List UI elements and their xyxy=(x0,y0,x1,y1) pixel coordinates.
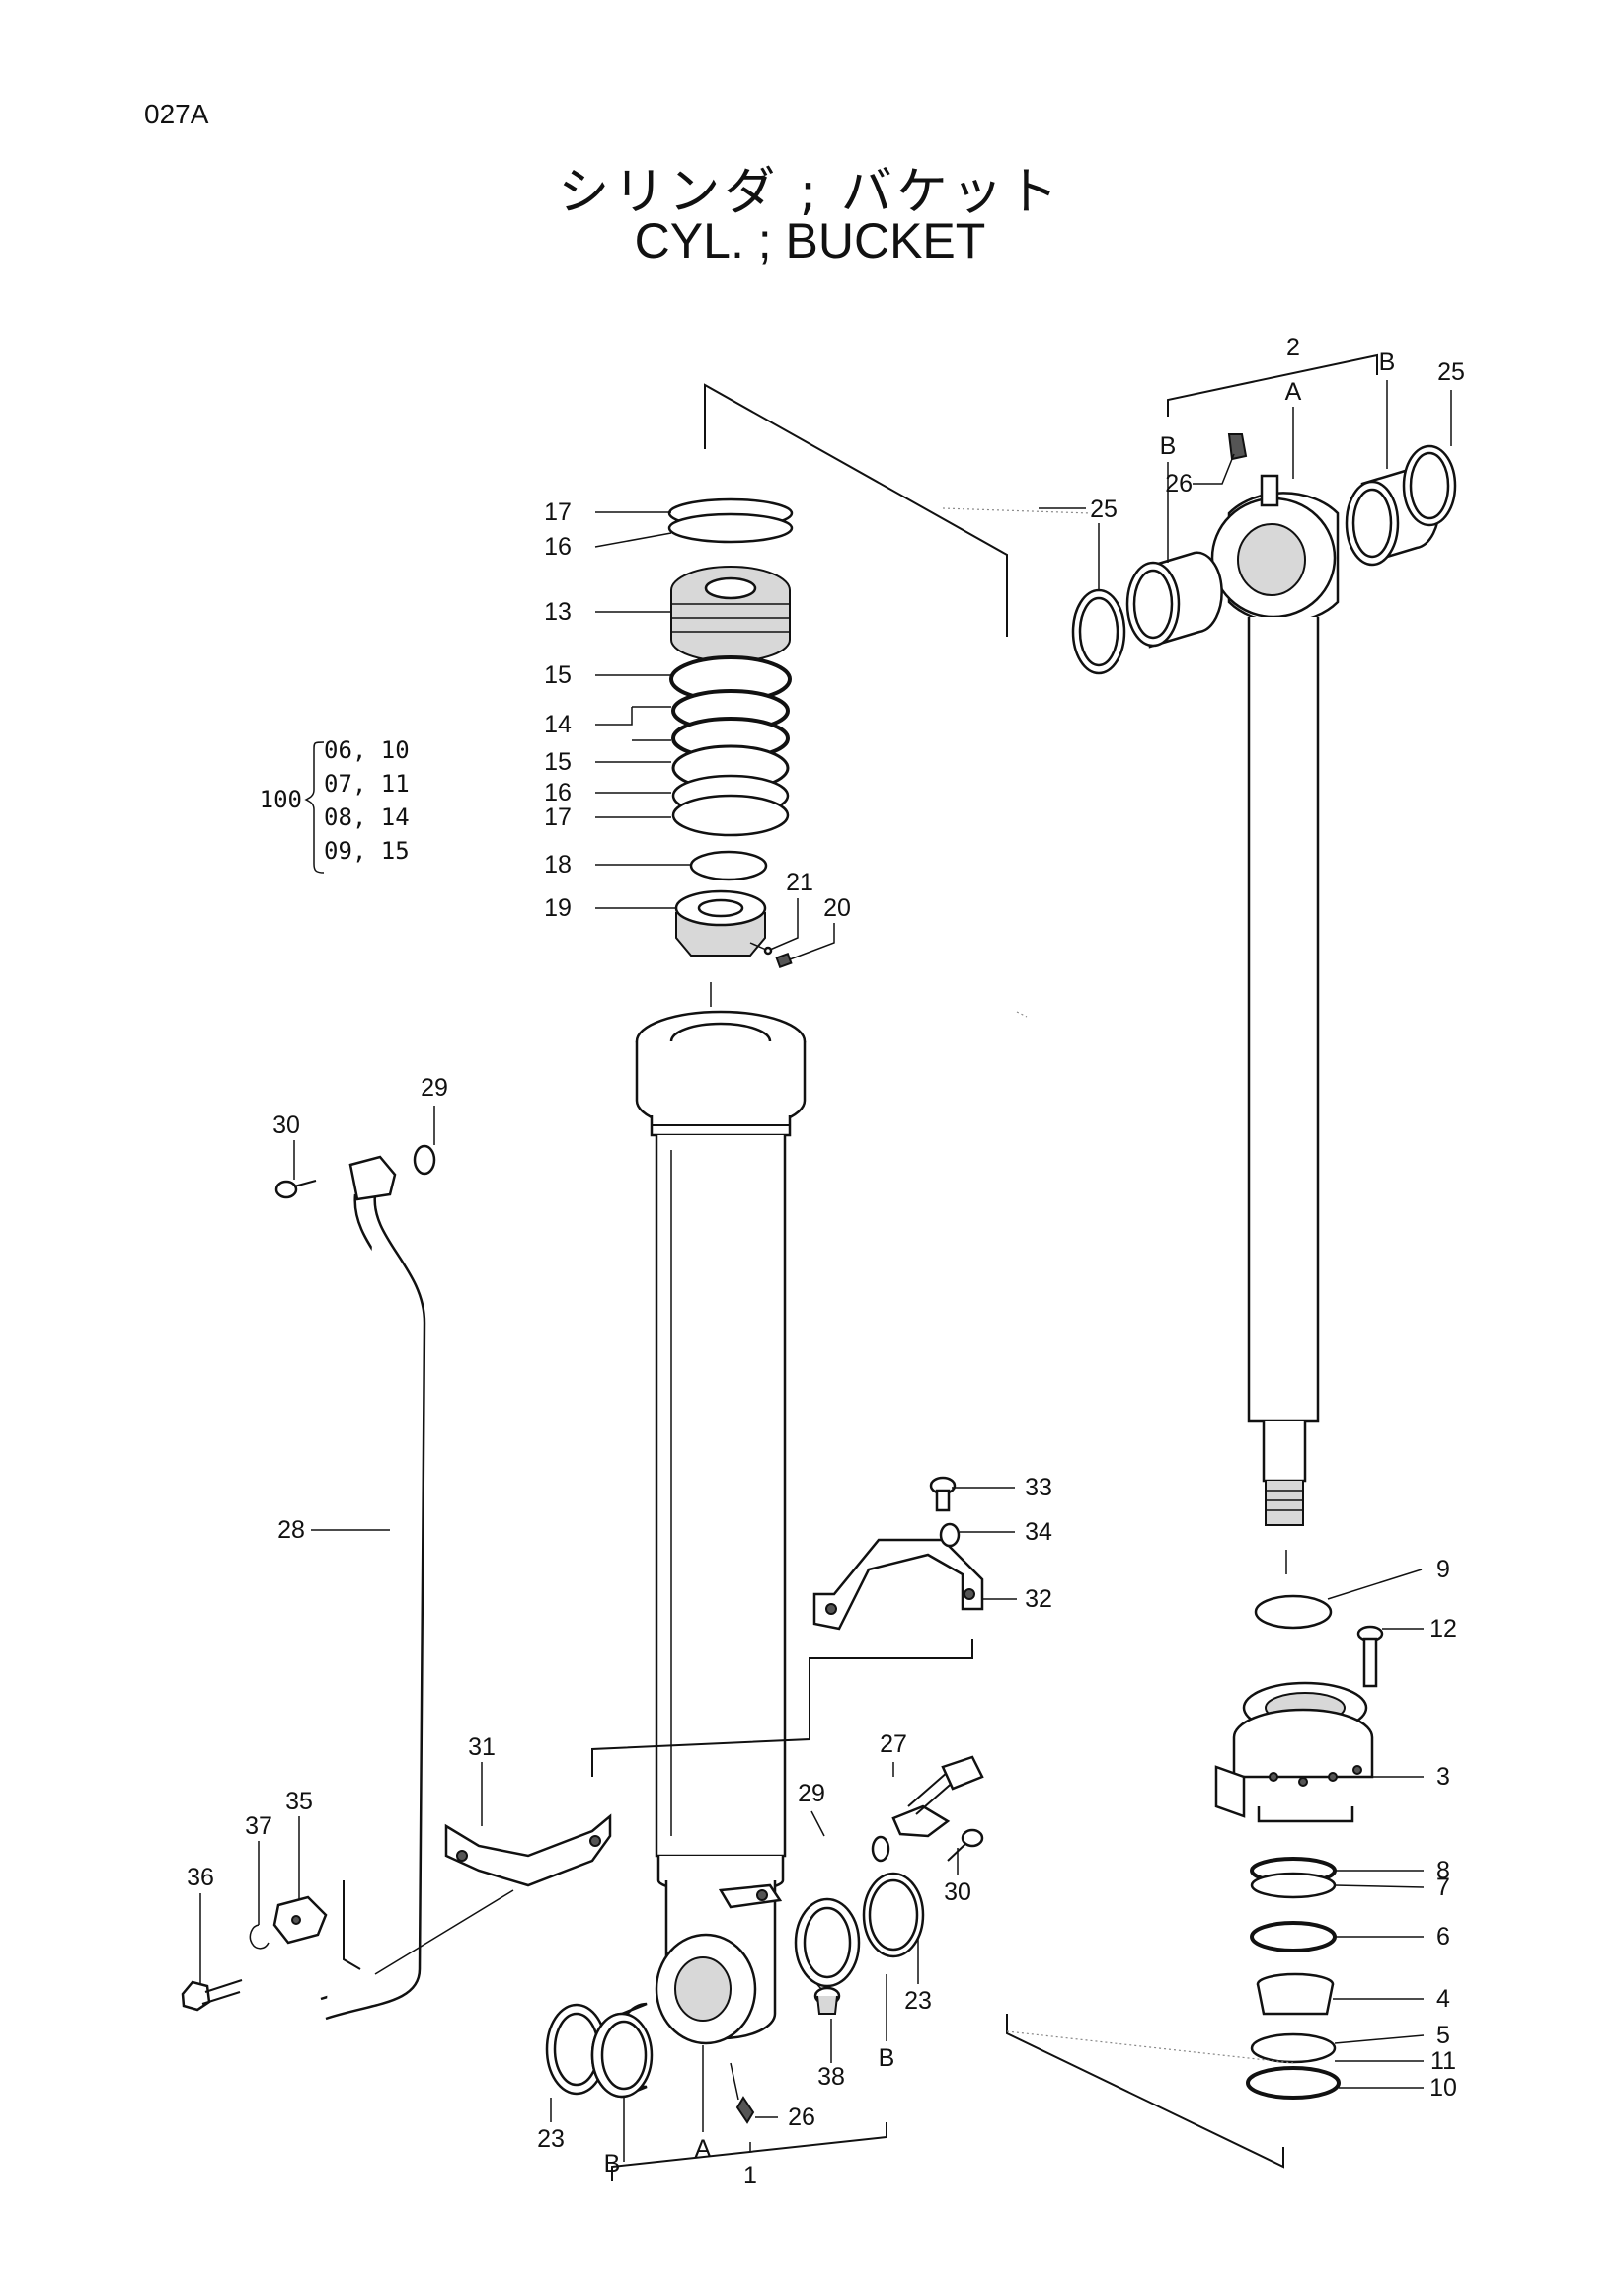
title-english: CYL. ; BUCKET xyxy=(634,213,986,268)
callout-5: 5 xyxy=(1436,2022,1450,2049)
clamps xyxy=(181,1476,984,2012)
callout-16-top: 16 xyxy=(544,533,572,561)
label-B-top-left: B xyxy=(1160,432,1177,460)
callout-12: 12 xyxy=(1429,1615,1457,1643)
callout-31: 31 xyxy=(468,1733,496,1761)
callout-27: 27 xyxy=(880,1730,907,1758)
callout-38: 38 xyxy=(817,2063,845,2091)
cylinder-tube xyxy=(545,1010,925,2181)
callout-26-bottom: 26 xyxy=(788,2104,815,2131)
callout-15-bottom: 15 xyxy=(544,748,572,776)
callout-29-mid: 29 xyxy=(798,1780,825,1807)
callout-4: 4 xyxy=(1436,1985,1450,2013)
piston-rod xyxy=(1071,353,1457,1574)
callout-32: 32 xyxy=(1025,1585,1052,1613)
callout-26-top: 26 xyxy=(1165,470,1193,497)
callout-30-mid: 30 xyxy=(944,1878,971,1906)
callout-37: 37 xyxy=(245,1812,272,1840)
callout-15-top: 15 xyxy=(544,661,572,689)
callout-labels: 17 16 13 15 14 15 16 17 18 19 21 20 2 B … xyxy=(187,334,1465,2189)
kit-item-3: 08, 14 xyxy=(324,804,410,831)
callout-17-bottom: 17 xyxy=(544,804,572,831)
label-B-bottom-right: B xyxy=(879,2044,895,2072)
callout-11: 11 xyxy=(1430,2047,1456,2075)
label-A-bottom: A xyxy=(695,2135,712,2163)
callout-9: 9 xyxy=(1436,1556,1450,1583)
callout-34: 34 xyxy=(1025,1518,1052,1546)
leader-lines xyxy=(199,380,1452,2162)
callout-33: 33 xyxy=(1025,1474,1052,1501)
pipe-assembly xyxy=(274,1144,436,2021)
callout-28: 28 xyxy=(277,1516,305,1544)
kit-number: 100 xyxy=(260,786,302,813)
label-B-top-right: B xyxy=(1379,348,1396,376)
page-code: 027A xyxy=(144,99,209,129)
label-B-bottom-left: B xyxy=(604,2150,621,2178)
callout-30-top: 30 xyxy=(272,1111,300,1139)
callout-16-bottom: 16 xyxy=(544,779,572,806)
callout-29-top: 29 xyxy=(421,1074,448,1102)
callout-36: 36 xyxy=(187,1864,214,1891)
callout-35: 35 xyxy=(285,1788,313,1815)
callout-20: 20 xyxy=(823,894,851,922)
cylinder-head xyxy=(1006,1594,1384,2169)
callout-18: 18 xyxy=(544,851,572,879)
seal-stack xyxy=(667,383,1008,1007)
callout-21: 21 xyxy=(786,869,813,896)
callout-23-left: 23 xyxy=(537,2125,565,2153)
kit-item-1: 06, 10 xyxy=(324,736,410,764)
callout-25-top-right: 25 xyxy=(1437,358,1465,386)
callout-6: 6 xyxy=(1436,1923,1450,1951)
callout-14: 14 xyxy=(544,711,572,738)
kit-item-2: 07, 11 xyxy=(324,770,410,798)
kit-item-4: 09, 15 xyxy=(324,837,410,865)
label-A-top: A xyxy=(1285,378,1302,406)
callout-13: 13 xyxy=(544,598,572,626)
callout-7: 7 xyxy=(1436,1874,1450,1901)
callout-10: 10 xyxy=(1429,2074,1457,2102)
callout-23-right: 23 xyxy=(904,1987,932,2015)
callout-25-top-left: 25 xyxy=(1090,496,1118,523)
callout-8: 8 xyxy=(1436,1857,1450,1884)
callout-17-top: 17 xyxy=(544,498,572,526)
callout-2: 2 xyxy=(1286,334,1300,361)
callout-1: 1 xyxy=(743,2162,757,2189)
callout-19: 19 xyxy=(544,894,572,922)
callout-3: 3 xyxy=(1436,1763,1450,1791)
title-japanese: シリンダ ; バケット xyxy=(558,163,1062,222)
